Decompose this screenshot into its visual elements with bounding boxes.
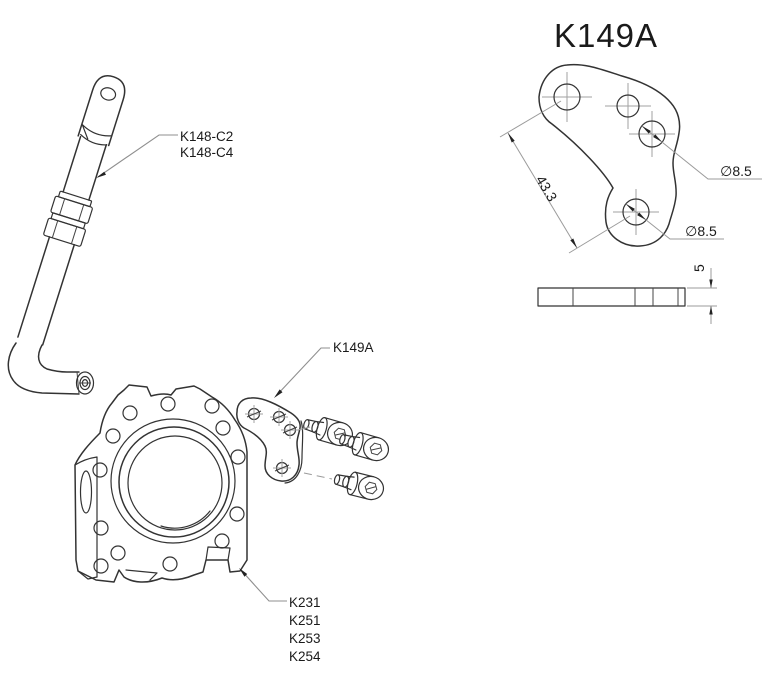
screw-axis-dash xyxy=(303,472,333,480)
housing-label-line4: K254 xyxy=(289,649,321,664)
rod-part-k148 xyxy=(7,75,126,395)
housing-bore-outer xyxy=(118,426,230,538)
housing-slot xyxy=(79,470,93,514)
bracket-label: K149A xyxy=(333,340,374,355)
bracket-holes xyxy=(245,405,299,477)
housing-left-block xyxy=(74,456,98,580)
screws xyxy=(297,417,390,501)
bracket-exploded-k149a xyxy=(236,397,304,484)
screw-2 xyxy=(339,432,390,462)
dim-thickness-text: 5 xyxy=(691,264,707,272)
housing-boss xyxy=(110,418,236,544)
detail-view-k149a: K149A 43.3 xyxy=(499,17,762,324)
housing-bolt-holes xyxy=(92,396,246,574)
housing-leader-line xyxy=(240,569,287,602)
rod-crimp-lines xyxy=(80,123,112,146)
rod-label-line2: K148-C4 xyxy=(180,145,234,160)
bracket-thickness-edge xyxy=(284,420,304,484)
housing-part xyxy=(74,384,248,583)
dim-dia-top-text: ∅8.5 xyxy=(720,163,752,179)
rod-label-line1: K148-C2 xyxy=(180,129,233,144)
detail-bracket-holes xyxy=(553,83,666,226)
housing-outline xyxy=(74,384,248,583)
bracket-leader-line xyxy=(275,347,330,397)
hole-centerlines xyxy=(542,72,675,235)
rod-leader-line xyxy=(97,134,178,178)
rod-eyelet xyxy=(77,75,126,147)
dim-dia-bottom-text: ∅8.5 xyxy=(685,223,717,239)
screw-3 xyxy=(333,471,385,501)
rod-elbow xyxy=(7,342,95,395)
rod-tip-end xyxy=(75,371,95,395)
rod-upper-section xyxy=(17,75,126,346)
housing-label-line3: K253 xyxy=(289,631,321,646)
dimension-dia-bottom: ∅8.5 xyxy=(625,203,724,240)
screw-1 xyxy=(303,417,354,447)
detail-side-view: 5 xyxy=(537,264,717,324)
drawing-title: K149A xyxy=(554,17,658,54)
dimension-hole-spacing: 43.3 xyxy=(499,100,631,254)
housing-feet-details xyxy=(125,546,231,581)
housing-label-line1: K231 xyxy=(289,595,321,610)
dimension-dia-top: ∅8.5 xyxy=(641,125,762,180)
rod-eyelet-hole xyxy=(100,87,117,101)
housing-label-line2: K251 xyxy=(289,613,321,628)
detail-bracket-outline xyxy=(538,63,681,247)
bracket-outline xyxy=(236,397,301,482)
housing-bore-inner xyxy=(127,435,223,531)
rod-hex-nuts xyxy=(43,190,93,247)
dim-43-3-text: 43.3 xyxy=(533,173,561,205)
labels-and-leaders: K148-C2 K148-C4 K149A K231 K251 K253 K25… xyxy=(96,129,374,664)
